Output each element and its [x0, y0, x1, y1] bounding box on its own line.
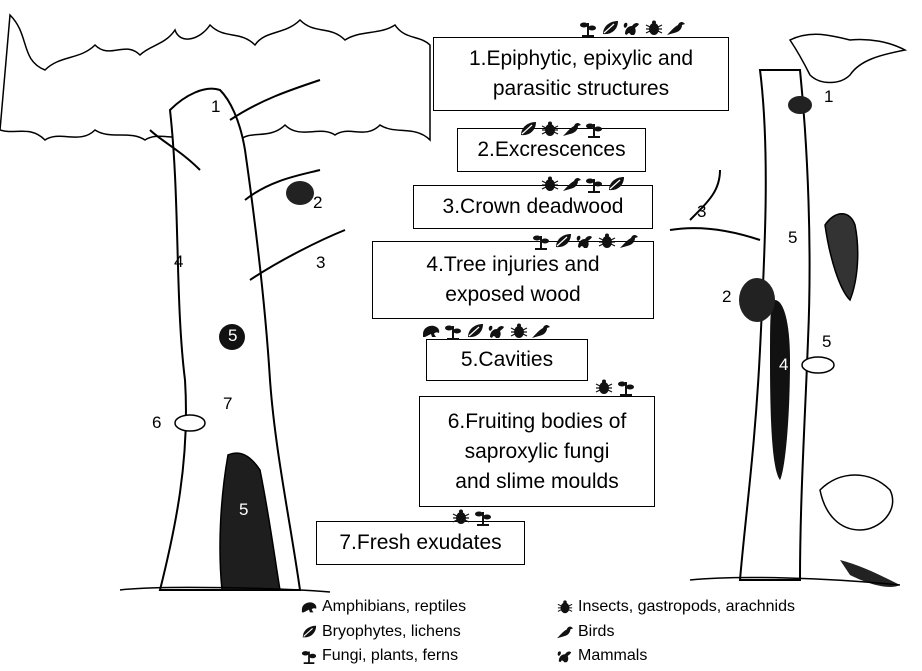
- left-label-6: 6: [152, 413, 161, 433]
- right-tree-fungus: [802, 357, 834, 373]
- bryophyte-icon: [300, 624, 318, 640]
- legend-bryophytes: Bryophytes, lichens: [300, 623, 461, 641]
- right-tree-excrescence: [739, 278, 775, 322]
- mammal-icon: [556, 648, 574, 664]
- legend-label: Mammals: [578, 647, 647, 665]
- legend-label: Birds: [578, 623, 614, 641]
- mammal-icon: [575, 232, 595, 250]
- bird-icon: [531, 322, 551, 340]
- mammal-icon: [622, 19, 642, 37]
- left-label-3: 3: [316, 253, 325, 273]
- legend-birds: Birds: [556, 623, 614, 641]
- right-tree-branch: [670, 170, 760, 240]
- left-label-5-large: 5: [239, 500, 248, 520]
- right-label-1: 1: [824, 87, 833, 107]
- bird-icon: [619, 232, 639, 250]
- right-tree-nest: [788, 96, 812, 114]
- legend-label: Insects, gastropods, arachnids: [578, 598, 795, 616]
- right-label-5-lower: 5: [822, 332, 831, 352]
- right-label-3: 3: [697, 202, 706, 222]
- icons-crown-deadwood: [540, 175, 626, 193]
- fungi-plants-icon: [578, 19, 598, 37]
- owl-drawing: [790, 34, 905, 82]
- fungi-plants-icon: [531, 232, 551, 250]
- fungi-plants-icon: [443, 322, 463, 340]
- legend-fungi: Fungi, plants, ferns: [300, 647, 458, 665]
- icons-fruiting-bodies: [594, 378, 636, 396]
- right-label-5-upper: 5: [788, 228, 797, 248]
- icons-tree-injuries: [531, 232, 639, 250]
- bird-icon: [562, 120, 582, 138]
- insect-icon: [540, 175, 560, 193]
- fungi-plants-icon: [584, 120, 604, 138]
- left-label-2: 2: [313, 193, 322, 213]
- left-label-1: 1: [211, 97, 220, 117]
- fungi-plants-icon: [300, 648, 318, 664]
- right-foliage: [820, 475, 893, 530]
- fungi-plants-icon: [616, 378, 636, 396]
- icons-epiphytic: [578, 19, 686, 37]
- right-label-4: 4: [779, 355, 788, 375]
- fungi-plants-icon: [473, 508, 493, 526]
- icons-excrescences: [518, 120, 604, 138]
- bryophyte-icon: [518, 120, 538, 138]
- icons-cavities: [421, 322, 551, 340]
- left-label-4: 4: [174, 252, 183, 272]
- insect-icon: [451, 508, 471, 526]
- legend-label: Fungi, plants, ferns: [322, 647, 458, 665]
- box-tree-injuries: 4.Tree injuries and exposed wood: [372, 241, 654, 319]
- bryophyte-icon: [465, 322, 485, 340]
- insect-icon: [556, 599, 574, 615]
- amphibian-icon: [300, 599, 318, 615]
- insect-icon: [509, 322, 529, 340]
- bryophyte-icon: [606, 175, 626, 193]
- legend-amphibians: Amphibians, reptiles: [300, 598, 466, 616]
- right-label-2: 2: [722, 287, 731, 307]
- bird-icon: [556, 624, 574, 640]
- legend-label: Bryophytes, lichens: [322, 623, 461, 641]
- bryophyte-icon: [553, 232, 573, 250]
- box-fresh-exudates: 7.Fresh exudates: [316, 521, 525, 565]
- icons-fresh-exudates: [451, 508, 493, 526]
- insect-icon: [594, 378, 614, 396]
- legend-mammals: Mammals: [556, 647, 647, 665]
- fungi-plants-icon: [584, 175, 604, 193]
- amphibian-icon: [421, 322, 441, 340]
- left-tree-fungus: [175, 415, 205, 431]
- mammal-icon: [487, 322, 507, 340]
- box-fruiting-bodies: 6.Fruiting bodies of saproxylic fungi an…: [419, 396, 655, 507]
- woodpecker-drawing: [825, 214, 858, 300]
- bird-icon: [666, 19, 686, 37]
- insect-icon: [644, 19, 664, 37]
- insect-icon: [540, 120, 560, 138]
- left-tree-excrescence: [286, 181, 314, 205]
- bird-icon: [562, 175, 582, 193]
- legend-insects: Insects, gastropods, arachnids: [556, 598, 795, 616]
- legend-label: Amphibians, reptiles: [322, 598, 466, 616]
- left-label-5-small: 5: [228, 326, 237, 346]
- insect-icon: [597, 232, 617, 250]
- left-label-7: 7: [223, 394, 232, 414]
- box-epiphytic-structures: 1.Epiphytic, epixylic and parasitic stru…: [433, 37, 729, 111]
- bryophyte-icon: [600, 19, 620, 37]
- box-cavities: 5.Cavities: [426, 339, 588, 381]
